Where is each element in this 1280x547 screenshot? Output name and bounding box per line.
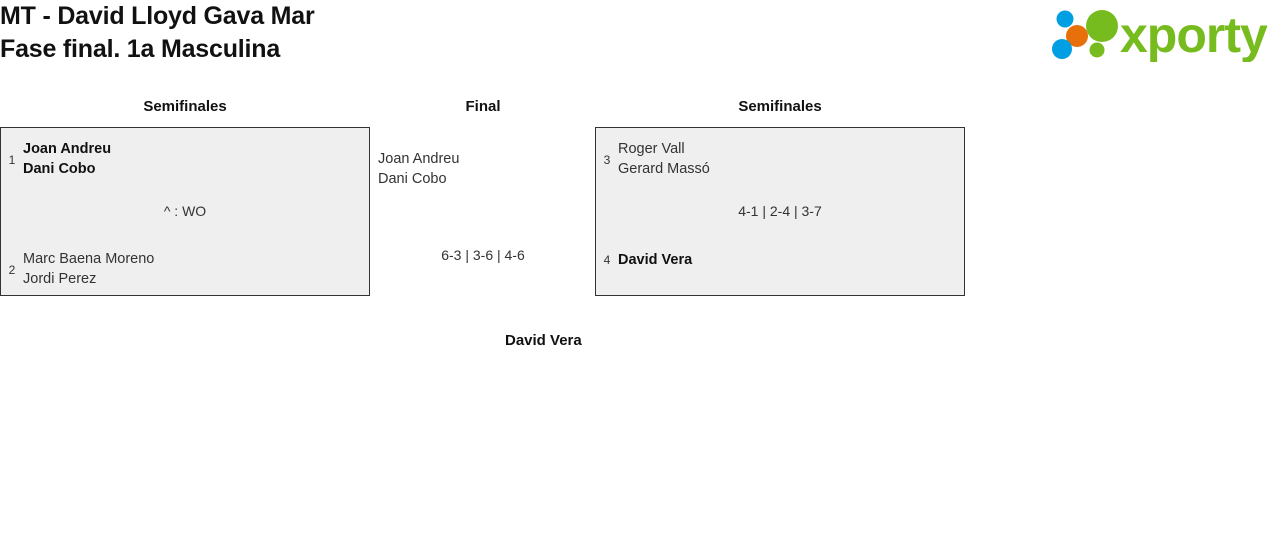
xporty-logo[interactable]: xporty — [1046, 4, 1278, 62]
player-name: David Vera — [618, 252, 693, 268]
tournament-title-line-1: MT - David Lloyd Gava Mar — [0, 2, 315, 30]
logo-dot-green-large — [1086, 10, 1118, 42]
player-name: Joan Andreu — [378, 151, 460, 167]
round-header-semifinals-right: Semifinales — [738, 98, 822, 115]
match-score-semifinal-left: ^ : WO — [163, 203, 207, 219]
competitor-slot[interactable]: 2 Marc Baena Moreno Jordi Perez — [1, 250, 369, 289]
player-name: Joan Andreu — [23, 141, 112, 157]
seed-number: 1 — [8, 152, 16, 167]
xporty-logo-graphic: xporty — [1052, 7, 1269, 62]
round-header-final: Final — [465, 98, 501, 115]
logo-dot-blue-bottom — [1052, 39, 1072, 59]
round-header-semifinals-left: Semifinales — [143, 98, 227, 115]
champion-name: David Vera — [505, 332, 582, 349]
tournament-title-line-2: Fase final. 1a Masculina — [0, 35, 281, 63]
competitor-slot[interactable]: 4 David Vera — [596, 250, 964, 270]
competitor-slot[interactable]: 3 Roger Vall Gerard Massó — [596, 140, 964, 179]
match-semifinal-left[interactable]: 1 Joan Andreu Dani Cobo 2 Marc Baena Mor… — [0, 127, 370, 296]
competitor-names: Marc Baena Moreno Jordi Perez — [23, 250, 369, 289]
match-semifinal-right[interactable]: 3 Roger Vall Gerard Massó 4 David Vera — [595, 127, 965, 296]
seed-number: 4 — [603, 253, 611, 267]
player-name: Marc Baena Moreno — [23, 251, 155, 267]
player-name: Dani Cobo — [23, 160, 96, 177]
match-score-final: 6-3 | 3-6 | 4-6 — [441, 247, 525, 263]
player-name: Dani Cobo — [378, 170, 447, 187]
competitor-names: Joan Andreu Dani Cobo — [23, 140, 369, 179]
competitor-slot[interactable]: 1 Joan Andreu Dani Cobo — [1, 140, 369, 179]
logo-wordmark: xporty — [1120, 7, 1268, 62]
logo-dot-orange — [1066, 25, 1088, 47]
tournament-header: MT - David Lloyd Gava Mar Fase final. 1a… — [0, 0, 900, 66]
match-score-semifinal-right: 4-1 | 2-4 | 3-7 — [738, 203, 822, 219]
match-final[interactable]: Joan Andreu Dani Cobo — [370, 140, 596, 270]
logo-dot-blue-top — [1056, 10, 1074, 28]
player-name: Jordi Perez — [23, 270, 97, 287]
competitor-slot[interactable]: Joan Andreu Dani Cobo — [378, 150, 596, 189]
player-name: Gerard Massó — [618, 160, 710, 177]
player-name: Roger Vall — [618, 141, 685, 157]
seed-number: 2 — [8, 262, 16, 277]
competitor-names: David Vera — [618, 250, 964, 270]
competitor-names: Roger Vall Gerard Massó — [618, 140, 964, 179]
logo-dot-green-small — [1089, 42, 1105, 58]
competitor-names: Joan Andreu Dani Cobo — [378, 150, 596, 189]
seed-number: 3 — [603, 152, 611, 167]
